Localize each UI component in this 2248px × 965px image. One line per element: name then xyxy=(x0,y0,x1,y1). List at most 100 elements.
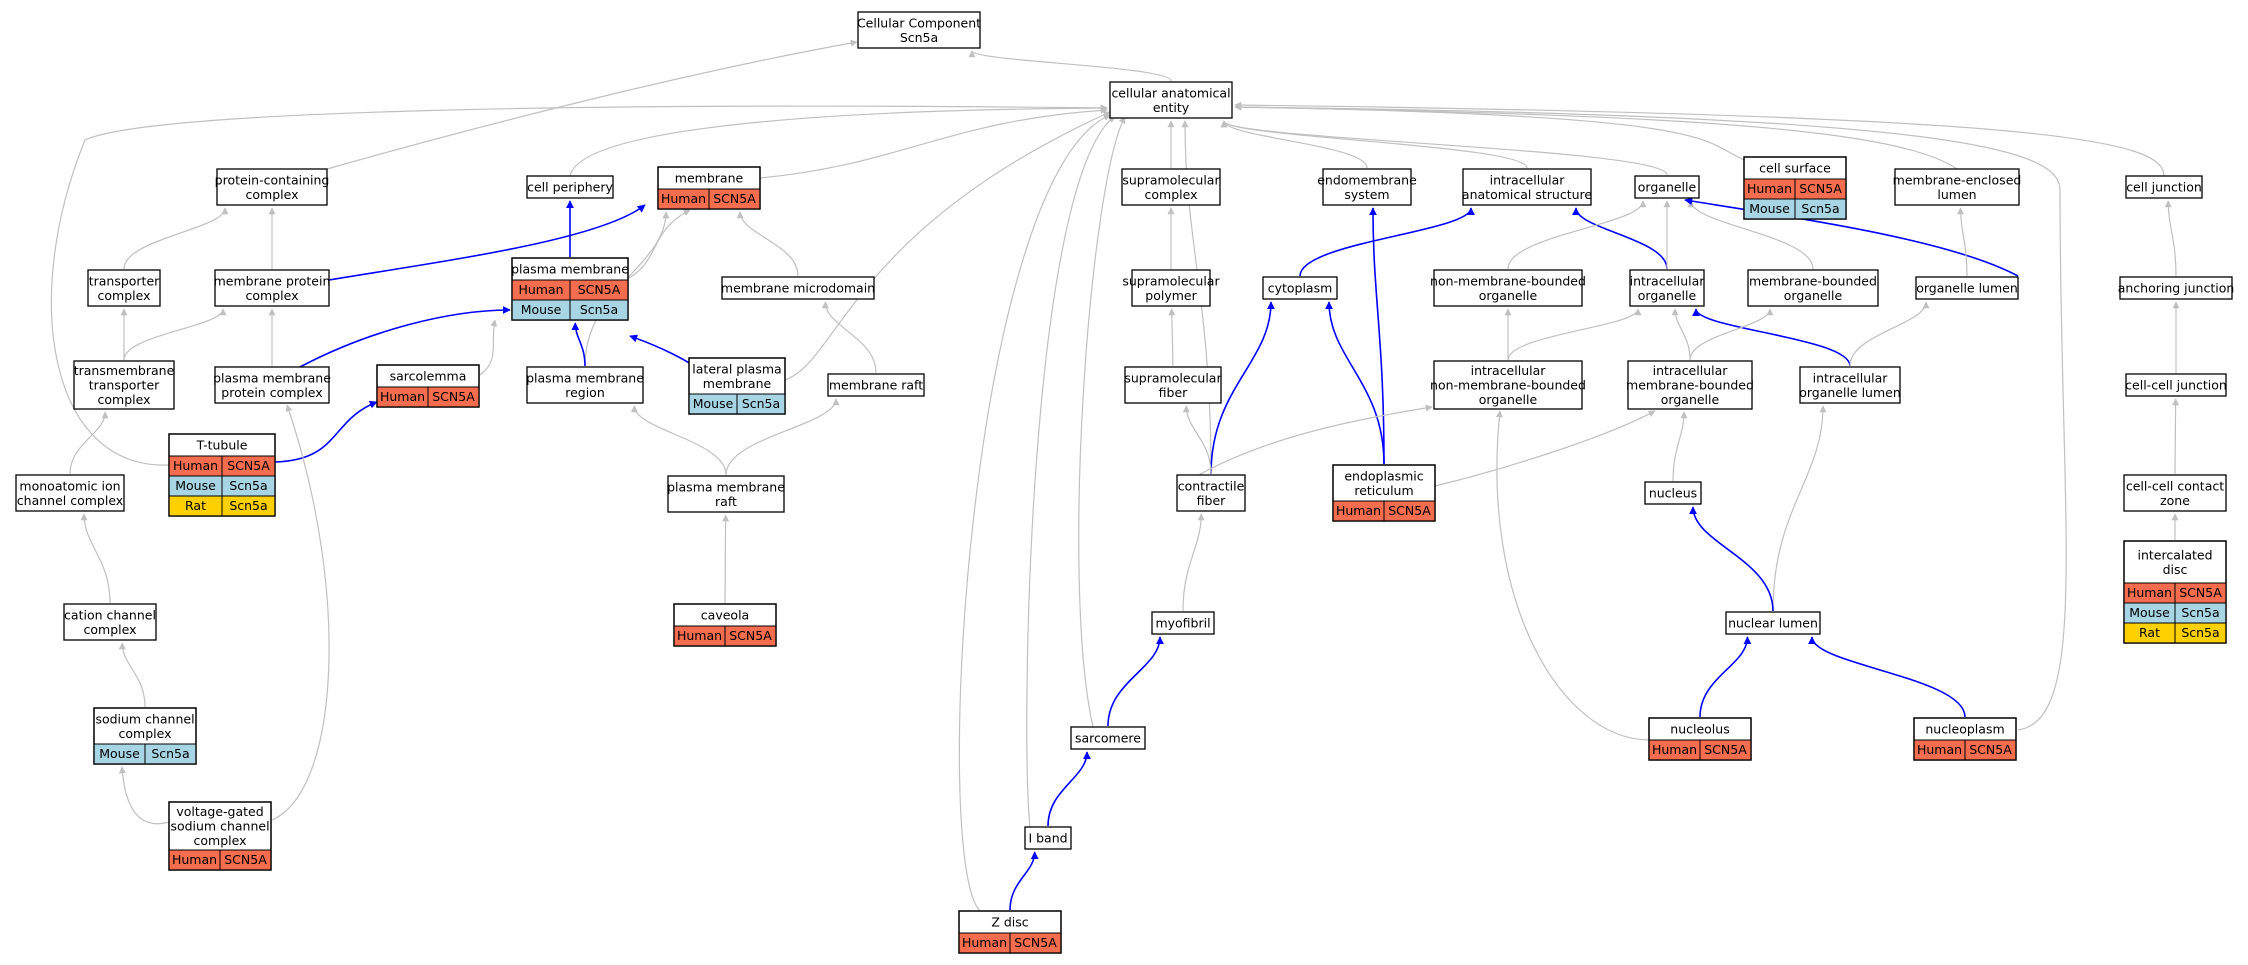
node-label: lumen xyxy=(1937,187,1976,202)
node-label: non-membrane-bounded xyxy=(1430,378,1586,393)
node-label: T-tubule xyxy=(196,438,248,453)
node-label: channel complex xyxy=(17,493,123,508)
gene-symbol: SCN5A xyxy=(1388,503,1431,518)
node-label: complex xyxy=(246,187,299,202)
node-sarcomere: sarcomere xyxy=(1070,726,1146,750)
node-label: myofibril xyxy=(1155,616,1210,631)
edge-ttubule-cae xyxy=(50,104,1108,466)
node-label: cell periphery xyxy=(527,180,613,195)
node-inmbo: intracellularnon-membrane-boundedorganel… xyxy=(1430,360,1586,410)
node-label: non-membrane-bounded xyxy=(1430,273,1586,288)
node-box xyxy=(1629,269,1705,307)
node-box xyxy=(216,168,328,206)
edge-cellper-cae xyxy=(569,104,1108,177)
gene-symbol: Scn5a xyxy=(742,396,780,411)
edge-layer xyxy=(50,39,2180,912)
edge-nmbo-organelle xyxy=(1507,200,1647,270)
gene-symbol: SCN5A xyxy=(227,458,270,473)
edge-er-imbo xyxy=(1434,410,1656,487)
edge-ttubule-sarcolemma-annotated xyxy=(274,400,378,463)
node-box xyxy=(214,366,330,404)
gene-symbol: Scn5a xyxy=(580,302,618,317)
edge-sarcolemma-pm xyxy=(479,319,498,376)
edge-pmpc-pm-annotated xyxy=(299,306,511,368)
node-label: complex xyxy=(98,288,151,303)
node-label: Scn5a xyxy=(900,30,938,45)
edge-organelle-cae xyxy=(1220,120,1668,176)
node-label: transporter xyxy=(89,273,160,288)
node-box xyxy=(1131,269,1211,307)
edge-nuclumen-nucleus-annotated xyxy=(1689,506,1774,612)
node-box xyxy=(1627,360,1753,410)
node-label: Z disc xyxy=(991,915,1028,930)
node-label: nuclear lumen xyxy=(1728,616,1818,631)
node-label: supramolecular xyxy=(1122,273,1220,288)
node-box xyxy=(1024,826,1072,850)
node-box xyxy=(1322,168,1412,206)
node-label: zone xyxy=(2160,493,2190,508)
edge-er-cytoplasm-annotated xyxy=(1325,301,1385,465)
node-label: complex xyxy=(119,726,172,741)
node-label: reticulum xyxy=(1354,483,1413,498)
node-label: cation channel xyxy=(64,607,156,622)
node-label: intracellular xyxy=(1630,273,1706,288)
edge-nucleolus-nuclumen-annotated xyxy=(1699,636,1752,718)
gene-symbol: SCN5A xyxy=(224,852,267,867)
node-label: contractile xyxy=(1178,478,1245,493)
node-label: fiber xyxy=(1197,493,1226,508)
node-box xyxy=(857,11,981,49)
node-box xyxy=(1747,269,1879,307)
edge-mpc-membrane-annotated xyxy=(328,204,646,281)
node-label: system xyxy=(1344,187,1389,202)
node-label: plasma membrane xyxy=(213,370,331,385)
edge-pm-membrane xyxy=(628,209,691,279)
node-box xyxy=(63,603,157,641)
edge-nucleoplasm-cae xyxy=(1234,103,2067,731)
edge-tmtc-mpc xyxy=(123,308,227,361)
node-box xyxy=(1915,276,2019,300)
gene-symbol: SCN5A xyxy=(713,191,756,206)
edge-vgscc-pmpc xyxy=(271,404,330,821)
edge-nuclumen-iol xyxy=(1772,405,1827,612)
gene-symbol: Scn5a xyxy=(2181,605,2219,620)
node-cytoplasm: cytoplasm xyxy=(1262,276,1338,300)
node-label: membrane xyxy=(675,171,744,186)
node-label: intercalated xyxy=(2137,547,2212,562)
edge-mraft-mmd xyxy=(821,301,877,374)
edge-pmraft-mraft xyxy=(725,398,840,476)
node-label: voltage-gated xyxy=(176,804,263,819)
node-label: organelle xyxy=(1784,288,1843,303)
gene-symbol: SCN5A xyxy=(729,628,772,643)
edge-nucleolus-inmbo xyxy=(1495,410,1651,741)
node-box xyxy=(1634,175,1700,199)
node-label: intracellular xyxy=(1471,363,1547,378)
node-mraft: membrane raft xyxy=(827,373,925,397)
edge-myofibril-cfiber xyxy=(1182,513,1205,612)
node-box xyxy=(1176,474,1246,512)
edge-endosys-cae xyxy=(1220,120,1368,169)
node-label: raft xyxy=(715,494,737,509)
edge-zdisc-iband-annotated xyxy=(1009,851,1039,911)
node-label: caveola xyxy=(701,608,749,623)
node-label: endomembrane xyxy=(1317,172,1417,187)
node-aj: anchoring junction xyxy=(2118,276,2234,300)
node-box xyxy=(73,360,175,410)
gene-symbol: SCN5A xyxy=(432,389,475,404)
